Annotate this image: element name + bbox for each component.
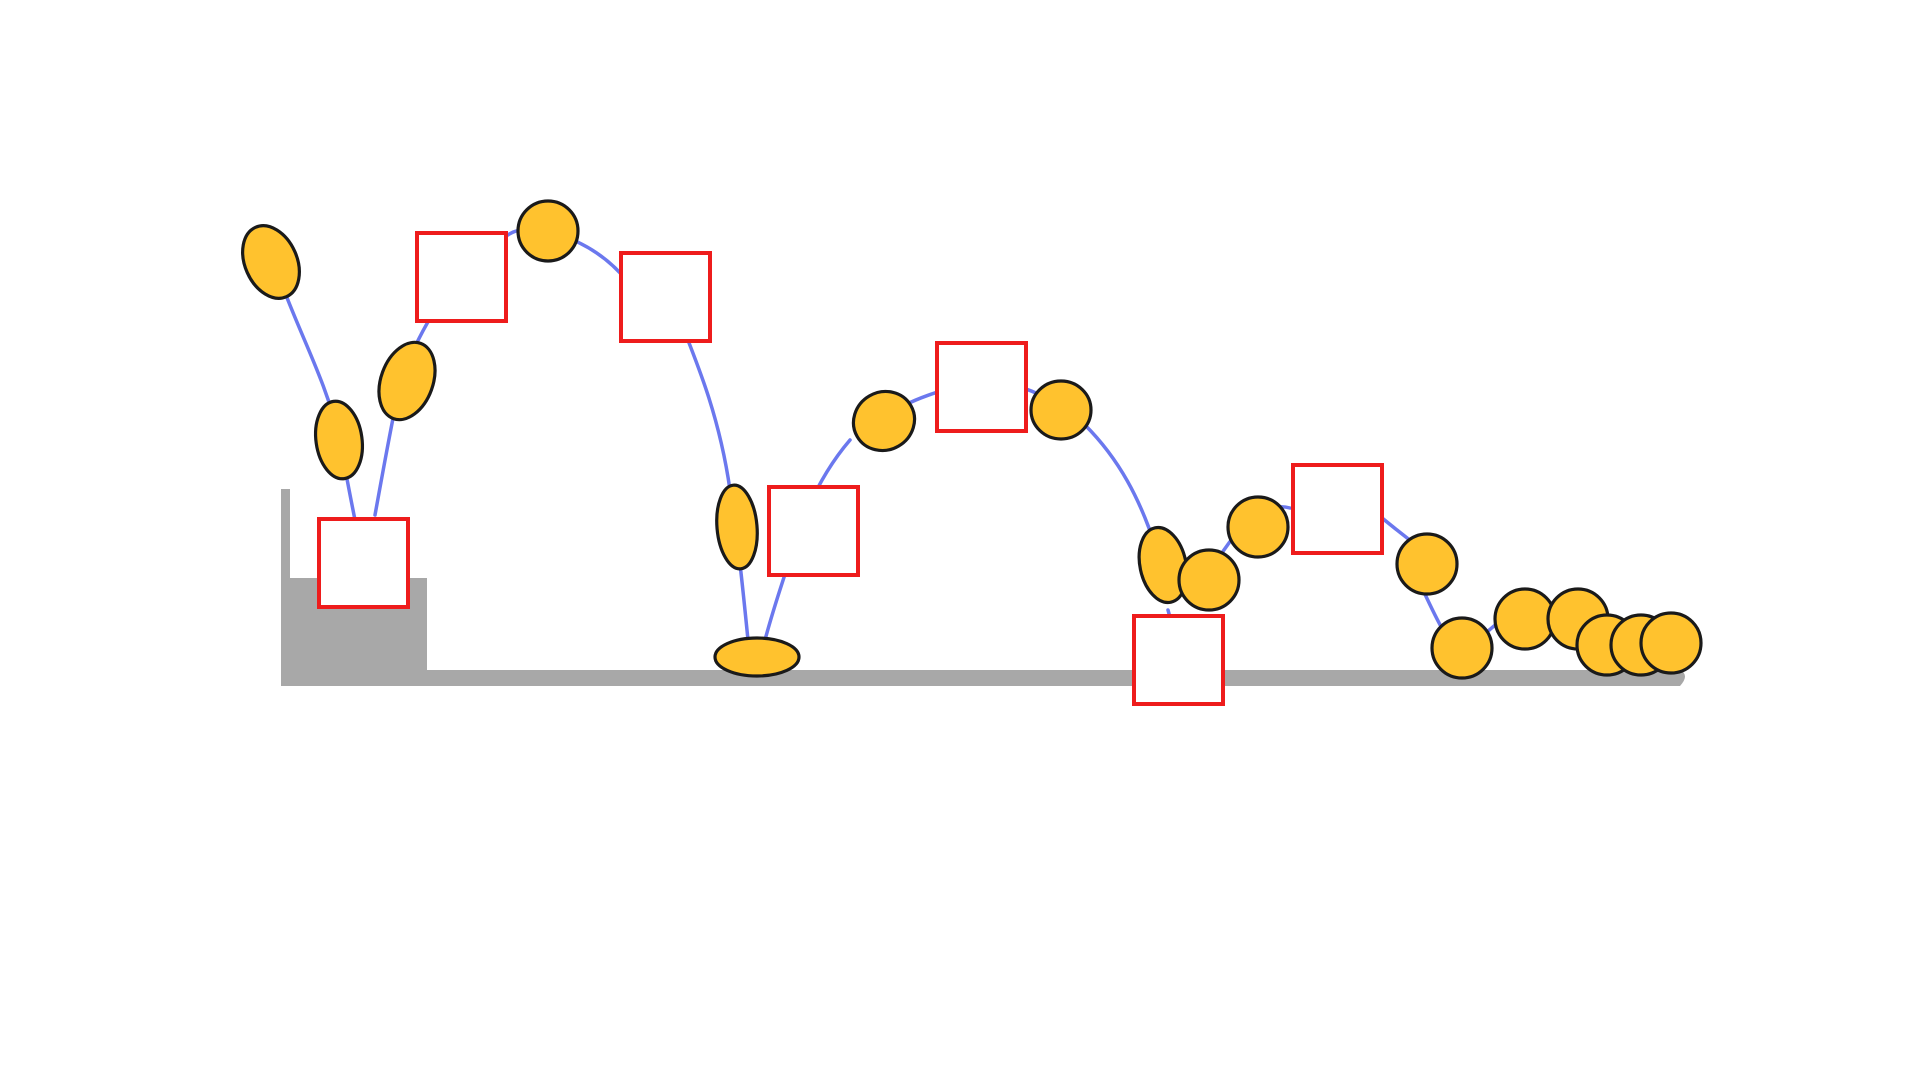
ball-frame-1: [241, 224, 301, 300]
ball-frame-9-squash: [713, 636, 801, 678]
ball-frame-11: [851, 389, 917, 453]
blank-frame-box-4: [767, 485, 860, 577]
blank-frame-box-3: [619, 251, 712, 343]
ball-frame-17: [1226, 495, 1290, 559]
blank-frame-box-2: [415, 231, 508, 323]
blank-frame-box-6: [1132, 614, 1225, 706]
ball-frame-2: [313, 399, 365, 481]
ball-frame-18: [1395, 532, 1459, 596]
blank-frame-box-7: [1291, 463, 1384, 555]
ball-frames-group: [241, 199, 1703, 680]
blank-frame-box-1: [317, 517, 410, 609]
ball-frame-19: [1430, 616, 1494, 680]
trajectory-arc-4: [678, 318, 750, 642]
ball-frame-24: [1639, 611, 1703, 675]
ball-frame-20: [1493, 587, 1557, 651]
ledge-wall: [281, 489, 290, 686]
floor-line: [281, 670, 1685, 686]
ball-frame-4: [377, 340, 437, 422]
ball-frame-15: [1177, 548, 1241, 612]
ball-frame-13: [1029, 379, 1093, 441]
ball-frame-6: [516, 199, 580, 263]
blank-frames-group: [317, 231, 1384, 706]
trajectory-arc-11: [1421, 588, 1445, 632]
ball-frame-8: [715, 483, 759, 571]
blank-frame-box-5: [935, 341, 1028, 433]
